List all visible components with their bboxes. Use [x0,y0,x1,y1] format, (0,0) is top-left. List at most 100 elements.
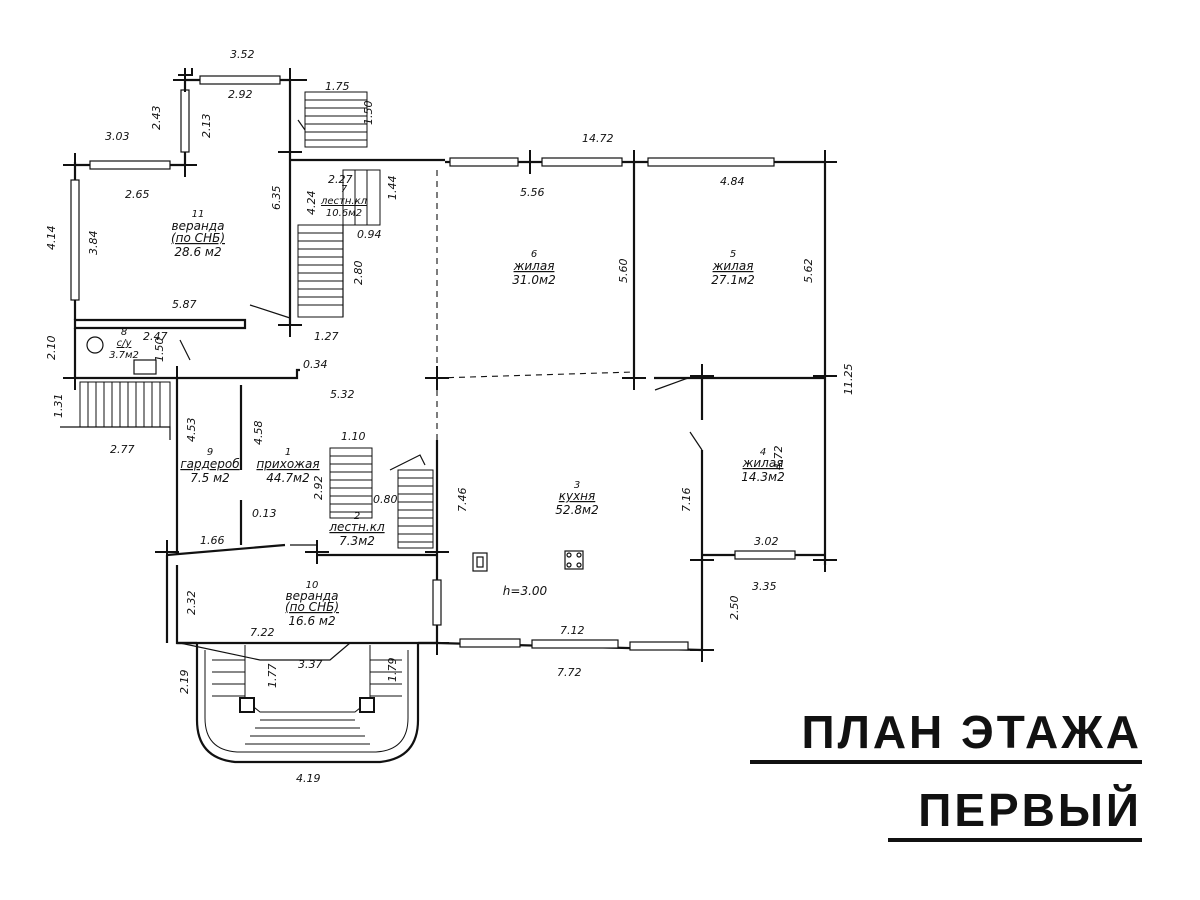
dimension-label: 2.10 [45,336,58,361]
dimension-label: 2.50 [728,596,741,621]
room-1-area: 44.7м2 [266,471,309,485]
dimension-label: 4.24 [305,191,318,216]
dimension-label: 3.02 [754,535,779,548]
kitchen-fixtures [472,550,584,572]
room-7-name: лестн.кл [320,196,368,207]
dimension-labels: 3.52 2.92 1.75 1.50 2.43 2.13 3.03 1 4.72… [45,48,855,785]
dimension-label: 2.65 [125,188,150,201]
dimension-label: 4.14 [45,226,58,251]
left-block-walls [73,318,437,661]
veranda-11-walls [70,75,292,325]
dimension-label: 0.94 [357,228,382,241]
dimension-label: 7.16 [680,488,693,513]
stair-left-outer [60,381,171,440]
dimension-label: 2.32 [185,591,198,616]
dimension-label: 0.34 [303,358,328,371]
dimension-label: 2.27 [328,173,353,186]
room-10-no: 10 [306,580,319,591]
room-8-no: 8 [121,327,127,338]
dimension-label: 2.47 [143,330,168,343]
dimension-label: 5.62 [802,259,815,284]
dimension-label: 7.72 [557,666,582,679]
dimension-label: 3.35 [752,580,777,593]
dimension-label: 7.22 [250,626,275,639]
room-8-area: 3.7м2 [109,350,139,361]
dimension-label: 3.52 [230,48,255,61]
room-4-area: 14.3м2 [741,470,784,484]
dimension-label: 1.27 [314,330,339,343]
dimension-label: 2.43 [150,106,163,131]
dimension-label: 2.92 [228,88,253,101]
room-5-no: 5 [730,249,736,260]
room-2-area: 7.3м2 [339,534,375,548]
dimension-label: 4.58 [252,421,265,446]
dimension-label: 3.03 [105,130,130,143]
dimension-label: 2.80 [352,261,365,286]
stair-top-outer [297,91,368,148]
room-11-no: 11 [192,209,205,220]
dimension-label: 11.25 [842,364,855,396]
room-3-area: 52.8м2 [555,503,598,517]
dimension-label: 1.75 [325,80,350,93]
dimension-label: 7.12 [560,624,585,637]
dimension-label: 1.79 [386,658,399,683]
room-2-no: 2 [354,511,360,522]
room-4-name: жилая [742,456,784,470]
dimension-label: 6.35 [270,186,283,211]
room-2-name: лестн.кл [328,520,385,534]
stair-2 [329,447,434,549]
dimension-label: 2.77 [110,443,135,456]
dimension-label: 1.50 [362,101,375,126]
room-10-name: веранда [286,589,339,603]
dimension-label: 4.53 [185,418,198,443]
room-7-no: 7 [341,184,348,195]
room-5-area: 27.1м2 [711,273,754,287]
dimension-label: 2.92 [312,476,325,501]
room-6-area: 31.0м2 [512,273,555,287]
dimension-label: 4.84 [720,175,745,188]
room-10-area: 16.6 м2 [288,614,335,628]
room-8-name: с/у [117,338,133,349]
dimension-label: 1.10 [341,430,366,443]
main-walls [290,157,827,652]
room-11-name: веранда [172,219,225,233]
room-9-no: 9 [207,447,213,458]
dimension-label: 5.32 [330,388,355,401]
room-9-area: 7.5 м2 [190,471,230,485]
ceiling-height: h=3.00 [503,584,548,598]
dimension-label: 5.87 [172,298,197,311]
dimension-label: 5.56 [520,186,545,199]
dimension-label: 1.50 [153,338,166,363]
dimension-label: 2.13 [200,114,213,139]
dimension-label: 4.72 [772,446,785,471]
room-7-area: 10.6м2 [326,208,362,219]
room-labels: 11 веранда (по СНБ) 28.6 м2 7 лестн.кл 1… [109,184,785,628]
dimension-label: 5.60 [617,259,630,284]
room-11-note: (по СНБ) [171,231,225,245]
dimension-label: 0.80 [373,493,398,506]
room-6-no: 6 [531,249,537,260]
dimension-label: 7.46 [456,488,469,513]
dimension-label: 1.31 [52,394,65,419]
room-10-note: (по СНБ) [285,600,339,614]
room-5-name: жилая [712,259,754,273]
plan-title-line1: ПЛАН ЭТАЖА [750,706,1142,764]
room-9-name: гардероб [180,457,240,471]
room-1-no: 1 [285,447,291,458]
room-3-name: кухня [559,489,596,503]
dimension-label: 3.84 [87,231,100,256]
plan-title-line2: ПЕРВЫЙ [888,784,1142,842]
room-4-no: 4 [760,447,766,458]
room-6-name: жилая [513,259,555,273]
room-3-no: 3 [574,480,580,491]
log-corner-posts [63,68,837,662]
dimension-label: 3.37 [298,658,323,671]
dimension-label: 0.13 [252,507,277,520]
dimension-label: 1.77 [266,664,279,689]
dimension-label: 4.19 [296,772,321,785]
dimension-label: 1.66 [200,534,225,547]
porch-stair [177,641,437,764]
stair-7 [297,169,381,318]
dimension-label: 1.44 [386,176,399,201]
